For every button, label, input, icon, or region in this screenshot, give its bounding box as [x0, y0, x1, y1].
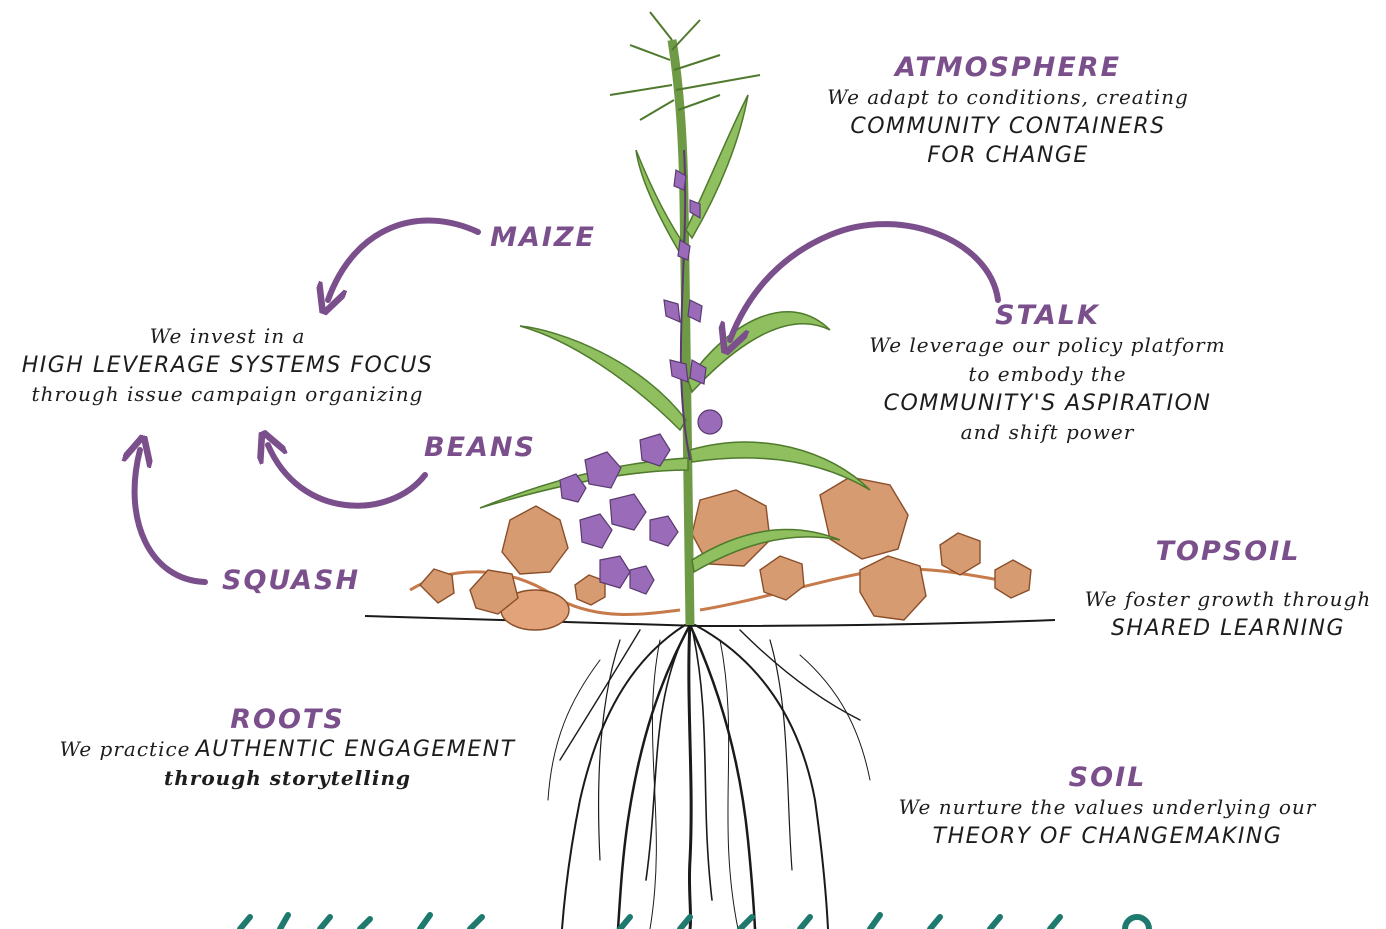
- roots-line-2: through storytelling: [40, 764, 535, 793]
- atmosphere-title: ATMOSPHERE: [808, 52, 1208, 83]
- ground-line: [365, 616, 1055, 626]
- atmosphere-line-1: We adapt to conditions, creating: [808, 83, 1208, 112]
- root-system: [548, 622, 870, 929]
- atmosphere-block: ATMOSPHERE We adapt to conditions, creat…: [808, 52, 1208, 170]
- soil-block: SOIL We nurture the values underlying ou…: [885, 762, 1330, 851]
- soil-line-1: We nurture the values underlying our: [885, 793, 1330, 822]
- roots-block: ROOTS We practice AUTHENTIC ENGAGEMENT t…: [40, 704, 535, 793]
- topsoil-title: TOPSOIL: [1070, 536, 1386, 567]
- three-sisters-line-2: HIGH LEVERAGE SYSTEMS FOCUS: [5, 351, 450, 380]
- atmosphere-line-3: FOR CHANGE: [808, 141, 1208, 170]
- stalk-block: STALK We leverage our policy platform to…: [855, 300, 1240, 447]
- squash-label: SQUASH: [222, 565, 358, 596]
- stalk-line-3: COMMUNITY'S ASPIRATION: [855, 389, 1240, 418]
- atmosphere-line-2: COMMUNITY CONTAINERS: [808, 112, 1208, 141]
- beans-arrow: [268, 445, 425, 506]
- topsoil-block: TOPSOIL We foster growth through SHARED …: [1070, 536, 1386, 643]
- soil-title: SOIL: [885, 762, 1330, 793]
- maize-label: MAIZE: [488, 222, 598, 253]
- maize-arrow: [328, 221, 478, 300]
- stalk-line-1: We leverage our policy platform: [855, 331, 1240, 360]
- soil-line-2: THEORY OF CHANGEMAKING: [885, 822, 1330, 851]
- stalk-line-4: and shift power: [855, 418, 1240, 447]
- three-sisters-line-3: through issue campaign organizing: [5, 380, 450, 409]
- three-sisters-statement: We invest in a HIGH LEVERAGE SYSTEMS FOC…: [5, 322, 450, 409]
- stalk-line-2: to embody the: [855, 360, 1240, 389]
- roots-line-1-prefix: We practice: [59, 737, 190, 761]
- topsoil-line-2: SHARED LEARNING: [1070, 614, 1386, 643]
- roots-title: ROOTS: [40, 704, 535, 735]
- three-sisters-line-1: We invest in a: [5, 322, 450, 351]
- stalk-title: STALK: [855, 300, 1240, 331]
- squash-arrow: [135, 450, 205, 582]
- beans-label: BEANS: [424, 432, 534, 463]
- topsoil-line-1: We foster growth through: [1070, 585, 1386, 614]
- roots-line-1-caps: AUTHENTIC ENGAGEMENT: [196, 737, 516, 762]
- footer-accent: [240, 915, 1149, 929]
